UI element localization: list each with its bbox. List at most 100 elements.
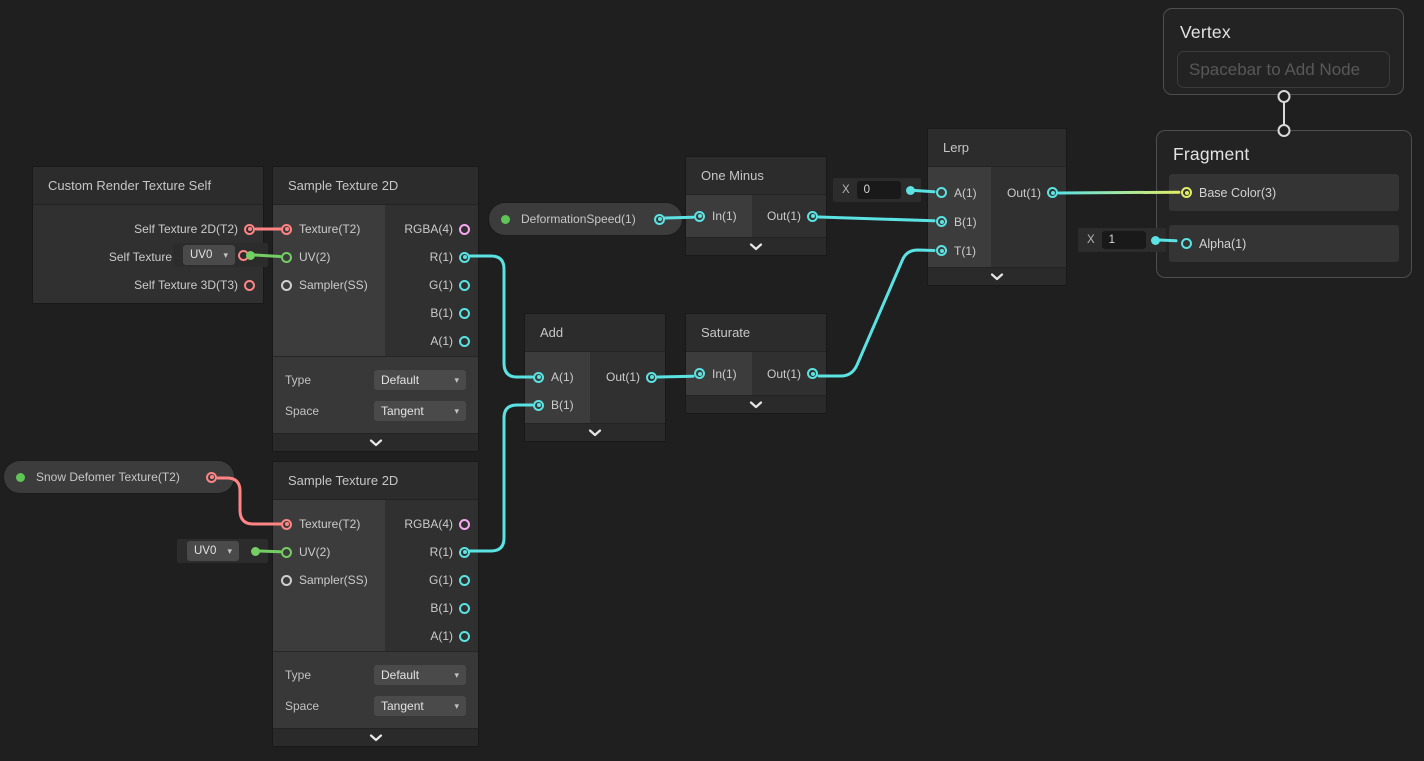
space-dropdown[interactable]: Tangent ▾ xyxy=(374,696,466,716)
output-port-g[interactable] xyxy=(459,574,470,586)
node-lerp[interactable]: Lerp A(1) B(1) T(1) Out(1) xyxy=(928,129,1066,285)
port-row: A(1) xyxy=(928,178,991,207)
input-port-in[interactable] xyxy=(694,210,705,222)
input-port-t[interactable] xyxy=(936,245,947,256)
wire-x1-to-alpha[interactable] xyxy=(1157,238,1178,243)
collapse-button[interactable] xyxy=(273,728,478,746)
x-value-input[interactable] xyxy=(1101,231,1146,249)
output-port-rgba[interactable] xyxy=(459,223,470,235)
output-port-out[interactable] xyxy=(807,368,818,379)
port-row: Out(1) xyxy=(752,352,826,395)
input-port-a[interactable] xyxy=(936,187,947,198)
alpha-default-widget: X xyxy=(1078,228,1166,252)
input-port-sampler[interactable] xyxy=(281,279,292,291)
dropdown-arrow-icon: ▾ xyxy=(223,249,228,260)
type-label: Type xyxy=(285,373,312,387)
chevron-down-icon xyxy=(588,428,602,436)
fragment-row-alpha[interactable]: Alpha(1) xyxy=(1169,225,1399,262)
value-connector-dot[interactable] xyxy=(906,185,915,195)
output-port-self-texture-2d[interactable] xyxy=(244,223,255,235)
uv-channel-widget-1: UV0 ▾ xyxy=(173,243,268,267)
uv-connector-dot[interactable] xyxy=(250,546,260,556)
fragment-row-base-color[interactable]: Base Color(3) xyxy=(1169,174,1399,211)
output-port-out[interactable] xyxy=(1047,187,1058,198)
input-port-a[interactable] xyxy=(533,371,544,383)
vertex-fragment-link[interactable] xyxy=(1277,90,1291,137)
collapse-button[interactable] xyxy=(525,423,665,441)
wire-snow-to-texture2[interactable] xyxy=(216,476,283,526)
node-saturate[interactable]: Saturate In(1) Out(1) xyxy=(686,314,826,413)
collapse-button[interactable] xyxy=(686,237,826,255)
output-port-b[interactable] xyxy=(459,307,470,319)
value-connector-dot[interactable] xyxy=(1151,235,1160,245)
port-row: RGBA(4) xyxy=(385,215,478,243)
input-port-in[interactable] xyxy=(694,368,705,379)
node-title: Custom Render Texture Self xyxy=(33,167,263,205)
input-port-alpha[interactable] xyxy=(1181,238,1192,249)
node-title: One Minus xyxy=(686,157,826,195)
wire-lerp-to-basecolor[interactable] xyxy=(1057,190,1181,195)
wire-deformation-to-oneminus[interactable] xyxy=(663,215,695,220)
output-port-out[interactable] xyxy=(807,210,818,222)
output-port-snow-texture[interactable] xyxy=(206,471,217,483)
uv-connector-dot[interactable] xyxy=(245,250,255,260)
output-port-a[interactable] xyxy=(459,335,470,347)
lerp-a-default-widget: X xyxy=(833,178,921,202)
node-title: Add xyxy=(525,314,665,352)
fragment-context-block[interactable]: Fragment Base Color(3) Alpha(1) xyxy=(1156,130,1412,278)
node-title: Lerp xyxy=(928,129,1066,167)
collapse-button[interactable] xyxy=(928,267,1066,285)
input-port-b[interactable] xyxy=(936,216,947,227)
collapse-button[interactable] xyxy=(686,395,826,413)
input-port-base-color[interactable] xyxy=(1181,187,1192,198)
port-row: Self Texture 3D(T3) xyxy=(33,271,263,299)
output-port-rgba[interactable] xyxy=(459,518,470,530)
port-row: B(1) xyxy=(385,594,478,622)
port-row: B(1) xyxy=(525,391,590,419)
output-port-a[interactable] xyxy=(459,630,470,642)
output-port-out[interactable] xyxy=(646,371,657,383)
wire-add-to-saturate[interactable] xyxy=(656,374,695,379)
wire-r2-to-add-b[interactable] xyxy=(468,403,534,553)
port-row: R(1) xyxy=(385,243,478,271)
port-row: A(1) xyxy=(385,327,478,355)
type-dropdown[interactable]: Default ▾ xyxy=(374,665,466,685)
node-title: Sample Texture 2D xyxy=(273,462,478,500)
property-node-snow-deformer-texture[interactable]: Snow Defomer Texture(T2) xyxy=(4,461,234,493)
chevron-down-icon xyxy=(369,733,382,741)
wire-uv0-to-uv2[interactable] xyxy=(257,549,282,554)
x-value-input[interactable] xyxy=(856,181,901,199)
port-row: Self Texture 2D(T2) xyxy=(33,215,263,243)
wire-r1-to-add-a[interactable] xyxy=(468,254,534,379)
output-port-self-texture-3d[interactable] xyxy=(244,279,255,291)
node-sample-texture-2d-1[interactable]: Sample Texture 2D Texture(T2) UV(2) Samp… xyxy=(273,167,478,451)
node-sample-texture-2d-2[interactable]: Sample Texture 2D Texture(T2) UV(2) Samp… xyxy=(273,462,478,746)
type-dropdown[interactable]: Default ▾ xyxy=(374,370,466,390)
property-dot-icon xyxy=(501,214,510,224)
vertex-context-block[interactable]: Vertex Spacebar to Add Node xyxy=(1163,8,1404,95)
wire-x0-to-lerp-a[interactable] xyxy=(913,189,936,194)
node-add[interactable]: Add A(1) B(1) Out(1) xyxy=(525,314,665,441)
wire-saturate-to-lerp-t[interactable] xyxy=(817,248,936,378)
input-port-uv[interactable] xyxy=(281,251,292,263)
collapse-button[interactable] xyxy=(273,433,478,451)
uv-channel-dropdown[interactable]: UV0 ▾ xyxy=(183,245,235,265)
node-one-minus[interactable]: One Minus In(1) Out(1) xyxy=(686,157,826,255)
wire-oneminus-to-lerp-b[interactable] xyxy=(817,215,936,223)
uv-channel-dropdown[interactable]: UV0 ▾ xyxy=(187,541,239,561)
property-node-deformation-speed[interactable]: DeformationSpeed(1) xyxy=(489,203,682,235)
wire-uv0-to-uv1[interactable] xyxy=(253,253,282,258)
output-port-b[interactable] xyxy=(459,602,470,614)
input-port-uv[interactable] xyxy=(281,546,292,558)
port-row: A(1) xyxy=(525,363,590,391)
dropdown-arrow-icon: ▾ xyxy=(454,669,459,680)
input-port-sampler[interactable] xyxy=(281,574,292,586)
space-dropdown[interactable]: Tangent ▾ xyxy=(374,401,466,421)
dropdown-arrow-icon: ▾ xyxy=(454,700,459,711)
port-row: A(1) xyxy=(385,622,478,650)
input-port-b[interactable] xyxy=(533,399,544,411)
port-row: B(1) xyxy=(928,207,991,236)
output-port-g[interactable] xyxy=(459,279,470,291)
property-dot-icon xyxy=(16,472,25,482)
space-label: Space xyxy=(285,699,320,713)
